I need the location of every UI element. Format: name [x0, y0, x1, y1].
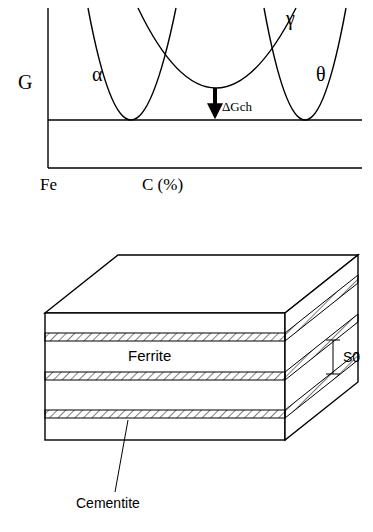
cementite-lamella — [45, 333, 285, 341]
driving-force-arrow — [213, 88, 217, 116]
alpha-curve — [88, 8, 176, 120]
phase-label: Ferrite — [128, 348, 171, 363]
theta-curve — [264, 8, 346, 120]
phase-label: γ — [286, 8, 295, 28]
cementite-lamella — [285, 314, 358, 380]
phase-label: Cementite — [76, 496, 140, 510]
phase-label: α — [92, 64, 102, 84]
phase-label: θ — [316, 64, 326, 84]
common-tangent — [48, 119, 362, 120]
spacing-bracket — [326, 340, 340, 374]
axis-label: Fe — [40, 176, 57, 193]
axis-label: G — [18, 72, 32, 92]
cementite-lamella — [45, 372, 285, 380]
axis-label: C (%) — [142, 176, 183, 193]
cementite-lamella — [45, 410, 285, 418]
driving-force-label: ΔGch — [222, 100, 252, 113]
axes — [48, 8, 362, 168]
dimension-label: S0 — [343, 350, 360, 364]
pearlite-block — [45, 255, 358, 492]
free-energy-curves — [88, 8, 346, 120]
leader-line — [115, 420, 128, 492]
